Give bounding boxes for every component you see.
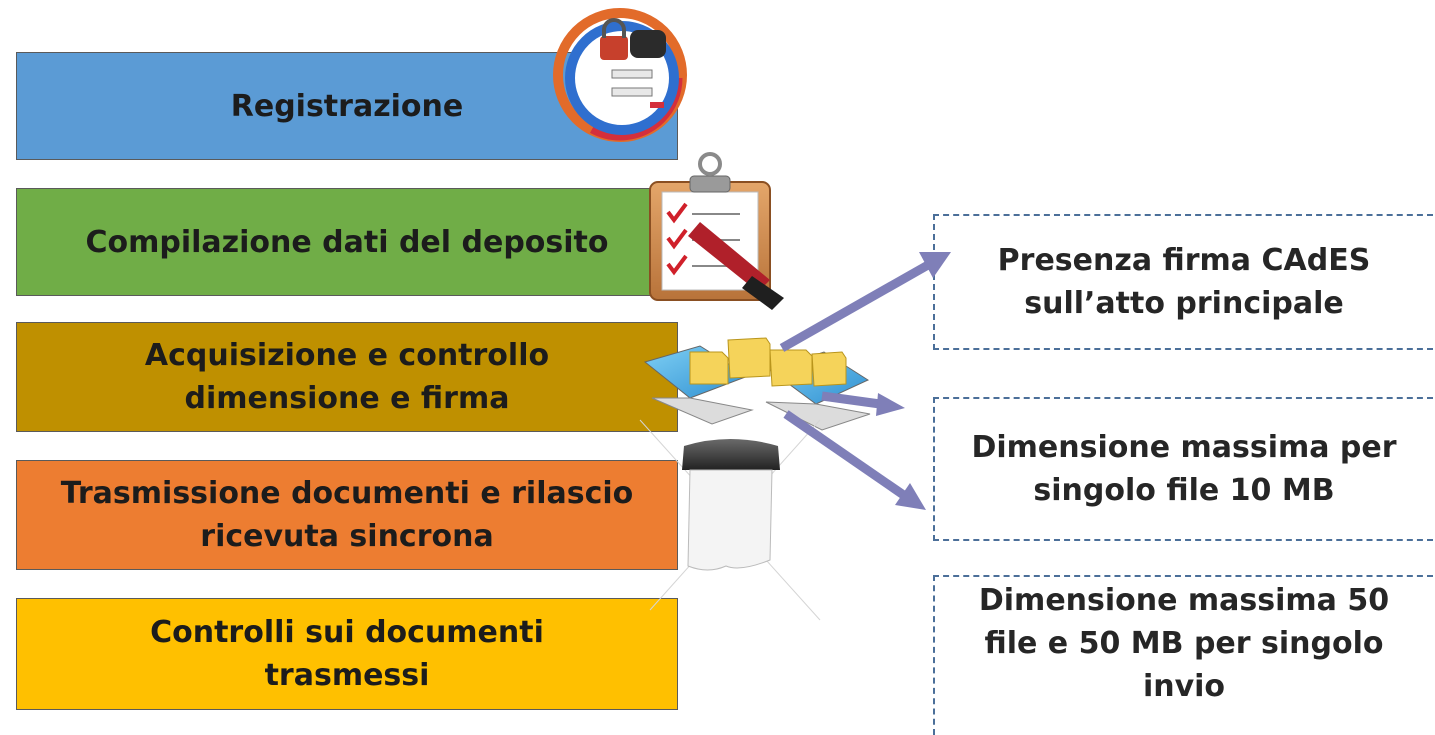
step-label: Acquisizione e controllo dimensione e fi…	[144, 338, 550, 416]
step-controlli: Controlli sui documenti trasmessi	[16, 598, 678, 710]
step-label: Compilazione dati del deposito	[85, 224, 609, 260]
arrow-to-firma	[779, 252, 951, 352]
laptops-file-transfer-icon	[643, 337, 871, 431]
step-label: Trasmissione documenti e rilascio ricevu…	[60, 476, 634, 554]
note-dimensione-invio: Dimensione massima 50 file e 50 MB per s…	[933, 575, 1433, 735]
login-lock-icon	[553, 8, 687, 142]
step-trasmissione: Trasmissione documenti e rilascio ricevu…	[16, 460, 678, 570]
note-label: Dimensione massima per singolo file 10 M…	[971, 430, 1397, 508]
step-acquisizione: Acquisizione e controllo dimensione e fi…	[16, 322, 678, 432]
arrow-to-dimensione-file	[821, 391, 905, 416]
illustration-layer	[553, 8, 951, 621]
step-compilazione: Compilazione dati del deposito	[16, 188, 678, 296]
step-label: Controlli sui documenti trasmessi	[150, 615, 544, 693]
note-label: Presenza firma CAdES sull’atto principal…	[997, 243, 1371, 321]
checklist-clipboard-icon	[649, 152, 784, 310]
note-dimensione-file: Dimensione massima per singolo file 10 M…	[933, 397, 1433, 541]
arrow-to-dimensione-invio	[783, 410, 926, 510]
note-label: Dimensione massima 50 file e 50 MB per s…	[978, 583, 1390, 704]
receipt-printer-icon	[639, 419, 821, 621]
note-firma-cades: Presenza firma CAdES sull’atto principal…	[933, 214, 1433, 350]
step-label: Registrazione	[230, 88, 464, 124]
